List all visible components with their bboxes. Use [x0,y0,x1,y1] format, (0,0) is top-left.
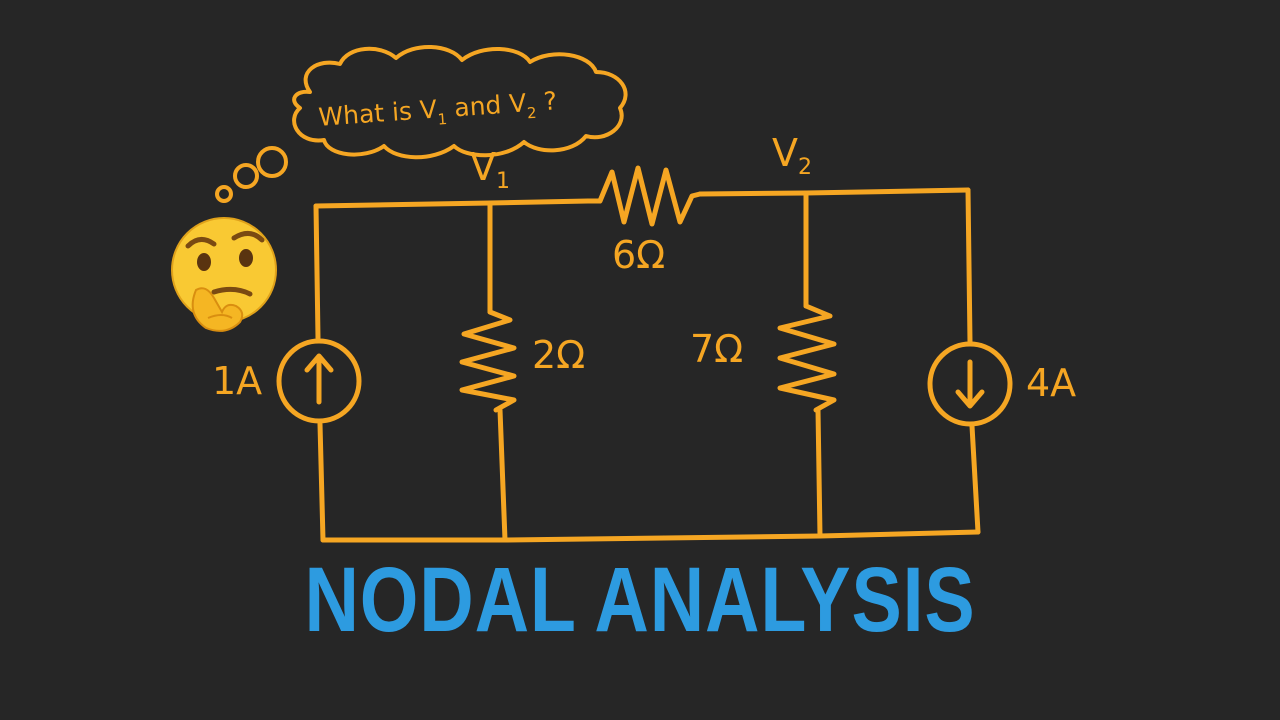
current-source-left [276,338,362,424]
label-7-ohm: 7Ω [690,327,743,371]
arrow-down-icon [955,359,985,409]
arrow-up-icon [304,353,334,405]
top-wire-left [313,198,591,209]
branch-v2-wire-bottom [815,407,823,539]
resistor-6-ohm [585,165,703,227]
resistor-7-ohm [777,303,837,413]
left-wire-lower [317,421,326,543]
page-title: NODAL ANALYSIS [304,549,976,651]
bottom-wire [320,529,981,543]
node-label-v2: V2 [772,131,812,180]
label-4a: 4A [1026,361,1076,405]
top-wire-right [697,187,971,197]
label-6-ohm: 6Ω [612,233,665,277]
resistor-2-ohm [459,309,517,413]
thought-dot-large [256,146,288,178]
right-wire-upper [965,187,973,345]
thought-dot-medium [233,163,259,189]
branch-v1-wire-bottom [497,407,508,543]
current-source-right [927,341,1013,427]
right-wire-lower [969,423,981,535]
node-label-v1: V1 [470,145,510,194]
thought-bubble-cloud [292,44,628,160]
thought-dot-small [215,185,233,203]
left-wire-upper [313,203,321,341]
label-1a: 1A [212,359,262,403]
thought-bubble-text: What is V1 and V2 ? [318,86,559,137]
label-2-ohm: 2Ω [532,333,585,377]
thinking-face-icon [171,217,277,332]
